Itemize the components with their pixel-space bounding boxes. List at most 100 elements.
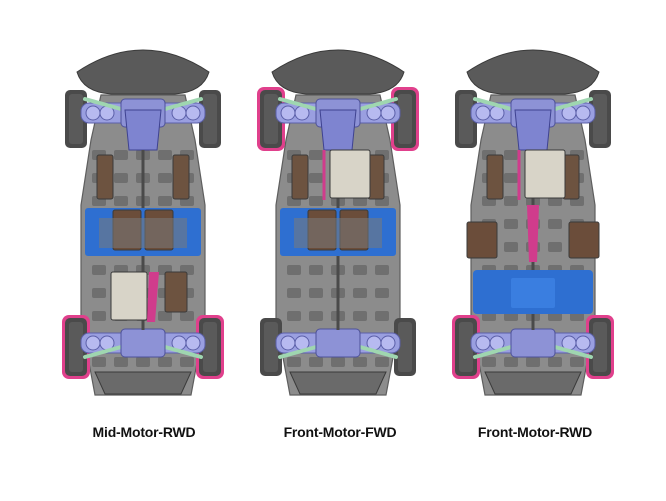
motor: [524, 149, 566, 199]
chassis-cutout: [114, 173, 128, 183]
chassis-cutout: [482, 357, 496, 367]
front-bumper: [271, 49, 405, 95]
hub-disc: [85, 335, 101, 351]
chassis-cutout: [92, 311, 106, 321]
chassis-cutout: [353, 265, 367, 275]
battery-pack-right: [568, 221, 600, 259]
wheel-tread: [203, 94, 217, 144]
link-rod: [358, 345, 398, 359]
chassis-cutout: [375, 265, 389, 275]
front-shock-tower: [319, 109, 357, 151]
chassis-cutout: [375, 288, 389, 298]
chassis-cutout: [158, 357, 172, 367]
wheel-tread: [69, 94, 83, 144]
chassis-cutout: [180, 311, 194, 321]
chassis-cutout: [548, 242, 562, 252]
chassis-cutout: [180, 357, 194, 367]
chassis-cutout: [158, 173, 172, 183]
link-rod: [553, 345, 593, 359]
caption-front-motor-fwd: Front-Motor-FWD: [283, 424, 397, 440]
chassis-front-motor-fwd: [257, 49, 419, 396]
chassis-cutout: [504, 357, 518, 367]
hub-disc: [380, 335, 396, 351]
chassis-cutout: [353, 311, 367, 321]
servo-box: [96, 154, 114, 200]
chassis-cutout: [504, 173, 518, 183]
link-rod: [163, 345, 203, 359]
rear-mount-center: [511, 278, 555, 308]
front-bumper: [466, 49, 600, 95]
link-rod: [358, 97, 398, 111]
wheel-tread: [593, 322, 607, 372]
link-rod: [278, 345, 318, 359]
chassis-cutout: [309, 265, 323, 275]
chassis-cutout: [114, 196, 128, 206]
chassis-cutout: [92, 357, 106, 367]
wheel-tread: [69, 322, 83, 372]
hub-disc: [475, 105, 491, 121]
hub-disc: [280, 335, 296, 351]
chassis-cutout: [504, 196, 518, 206]
link-rod: [473, 345, 513, 359]
chassis-cutout: [548, 357, 562, 367]
hub-disc: [575, 105, 591, 121]
chassis-cutout: [504, 242, 518, 252]
motor: [110, 271, 148, 321]
wheel-tread: [398, 94, 412, 144]
hub-disc: [185, 335, 201, 351]
chassis-cutout: [136, 357, 150, 367]
hub-disc: [475, 335, 491, 351]
chassis-cutout: [309, 150, 323, 160]
chassis-cutout: [504, 150, 518, 160]
chassis-cutout: [309, 357, 323, 367]
differential-housing: [120, 328, 166, 358]
front-bumper: [76, 49, 210, 95]
chassis-cutout: [309, 173, 323, 183]
servo-box: [291, 154, 309, 200]
chassis-cutout: [158, 196, 172, 206]
chassis-cutout: [309, 288, 323, 298]
chassis-cutout: [570, 357, 584, 367]
chassis-cutout: [287, 288, 301, 298]
link-rod: [83, 97, 123, 111]
chassis-cutout: [287, 311, 301, 321]
caption-front-motor-rwd: Front-Motor-RWD: [477, 424, 593, 440]
hub-disc: [85, 105, 101, 121]
chassis-cutout: [92, 265, 106, 275]
esc-box: [164, 271, 188, 313]
chassis-cutout: [353, 357, 367, 367]
wheel-tread: [264, 94, 278, 144]
motor: [329, 149, 371, 199]
chassis-cutout: [331, 357, 345, 367]
rear-bumper: [484, 371, 582, 395]
differential-housing: [315, 328, 361, 358]
wheel-tread: [264, 322, 278, 372]
rear-bumper: [94, 371, 192, 395]
link-rod: [278, 97, 318, 111]
chassis-cutout: [309, 311, 323, 321]
chassis-cutout: [375, 311, 389, 321]
hub-disc: [280, 105, 296, 121]
chassis-cutout: [504, 219, 518, 229]
front-shock-tower: [514, 109, 552, 151]
wheel-tread: [593, 94, 607, 144]
link-rod: [83, 345, 123, 359]
hub-disc: [380, 105, 396, 121]
front-shock-tower: [124, 109, 162, 151]
drive-shaft-highlight: [527, 205, 539, 262]
chassis-cutout: [526, 357, 540, 367]
chassis-cutout: [309, 196, 323, 206]
battery-pack-left: [466, 221, 498, 259]
hub-disc: [185, 105, 201, 121]
wheel-tread: [203, 322, 217, 372]
chassis-cutout: [287, 265, 301, 275]
wheel-tread: [459, 94, 473, 144]
drive-shaft-highlight: [147, 272, 159, 322]
chassis-cutout: [375, 357, 389, 367]
receiver-box: [172, 154, 190, 200]
chassis-cutout: [158, 150, 172, 160]
chassis-cutout: [353, 288, 367, 298]
chassis-mid-motor-rwd: [62, 49, 224, 396]
chassis-cutout: [287, 357, 301, 367]
servo-box: [486, 154, 504, 200]
